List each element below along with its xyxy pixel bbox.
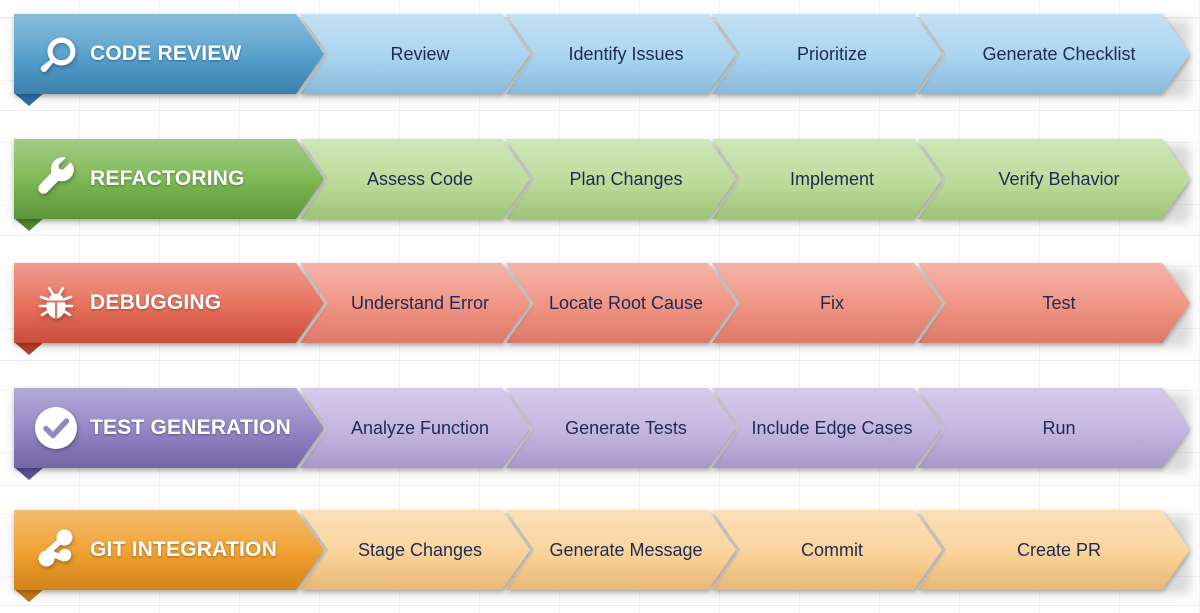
workflow-header-refactoring[interactable]: REFACTORING: [14, 139, 324, 219]
grid-line: [0, 235, 1200, 236]
fold-tab: [14, 467, 44, 480]
step-body: Plan Changes: [506, 139, 736, 219]
workflow-step-debugging-1[interactable]: Understand Error: [300, 263, 530, 343]
workflow-header-test-generation[interactable]: TEST GENERATION: [14, 388, 324, 468]
grid-line: [0, 360, 1200, 361]
step-body: Review: [300, 14, 530, 94]
step-label: Verify Behavior: [998, 168, 1120, 189]
workflow-step-refactoring-4[interactable]: Verify Behavior: [918, 139, 1190, 219]
workflow-step-code-review-1[interactable]: Review: [300, 14, 530, 94]
header-label: REFACTORING: [90, 167, 245, 190]
header-label: GIT INTEGRATION: [90, 538, 277, 561]
header-body: DEBUGGING: [14, 263, 324, 343]
workflow-step-test-generation-3[interactable]: Include Edge Cases: [712, 388, 942, 468]
workflow-step-debugging-2[interactable]: Locate Root Cause: [506, 263, 736, 343]
step-label: Generate Message: [549, 539, 703, 560]
header-body: GIT INTEGRATION: [14, 510, 324, 590]
workflow-step-code-review-2[interactable]: Identify Issues: [506, 14, 736, 94]
fold-tab: [14, 342, 44, 355]
step-body: Generate Message: [506, 510, 736, 590]
step-body: Verify Behavior: [918, 139, 1190, 219]
workflow-step-code-review-4[interactable]: Generate Checklist: [918, 14, 1190, 94]
fold-tab: [14, 589, 44, 602]
workflow-step-test-generation-1[interactable]: Analyze Function: [300, 388, 530, 468]
workflow-step-refactoring-2[interactable]: Plan Changes: [506, 139, 736, 219]
workflow-header-debugging[interactable]: DEBUGGING: [14, 263, 324, 343]
step-body: Create PR: [918, 510, 1190, 590]
workflow-step-refactoring-3[interactable]: Implement: [712, 139, 942, 219]
bug-icon: [30, 277, 82, 329]
step-label: Understand Error: [350, 292, 490, 313]
step-body: Locate Root Cause: [506, 263, 736, 343]
step-label: Analyze Function: [350, 417, 490, 438]
step-body: Identify Issues: [506, 14, 736, 94]
step-label: Include Edge Cases: [751, 417, 913, 438]
step-label: Assess Code: [366, 168, 474, 189]
workflow-header-code-review[interactable]: CODE REVIEW: [14, 14, 324, 94]
step-body: Test: [918, 263, 1190, 343]
step-label: Review: [390, 43, 450, 64]
workflow-header-git-integration[interactable]: GIT INTEGRATION: [14, 510, 324, 590]
grid-line: [0, 110, 1200, 111]
step-label: Generate Tests: [565, 417, 687, 438]
workflow-step-git-integration-3[interactable]: Commit: [712, 510, 942, 590]
step-body: Implement: [712, 139, 942, 219]
header-label: CODE REVIEW: [90, 42, 242, 65]
step-body: Run: [918, 388, 1190, 468]
workflow-step-test-generation-4[interactable]: Run: [918, 388, 1190, 468]
workflow-step-refactoring-1[interactable]: Assess Code: [300, 139, 530, 219]
grid-line: [0, 485, 1200, 486]
workflow-row-debugging: Test Fix Locate Root Cause Understand Error…: [0, 263, 1200, 355]
header-label: TEST GENERATION: [90, 416, 291, 439]
step-body: Understand Error: [300, 263, 530, 343]
step-label: Prioritize: [796, 43, 867, 64]
step-body: Generate Tests: [506, 388, 736, 468]
step-label: Create PR: [1016, 539, 1102, 560]
step-body: Analyze Function: [300, 388, 530, 468]
step-body: Commit: [712, 510, 942, 590]
grid-line: [0, 605, 1200, 606]
workflow-row-refactoring: Verify Behavior Implement Plan Changes Asse…: [0, 139, 1200, 231]
step-label: Commit: [801, 539, 863, 560]
workflow-step-test-generation-2[interactable]: Generate Tests: [506, 388, 736, 468]
step-label: Implement: [789, 168, 875, 189]
step-label: Generate Checklist: [982, 43, 1136, 64]
step-body: Assess Code: [300, 139, 530, 219]
header-body: TEST GENERATION: [14, 388, 324, 468]
fold-tab: [14, 93, 44, 106]
step-body: Generate Checklist: [918, 14, 1190, 94]
workflow-step-git-integration-1[interactable]: Stage Changes: [300, 510, 530, 590]
header-label: DEBUGGING: [90, 291, 222, 314]
workflow-step-git-integration-4[interactable]: Create PR: [918, 510, 1190, 590]
workflow-row-code-review: Generate Checklist Prioritize Identify Iss…: [0, 14, 1200, 106]
step-body: Stage Changes: [300, 510, 530, 590]
workflow-step-code-review-3[interactable]: Prioritize: [712, 14, 942, 94]
header-body: CODE REVIEW: [14, 14, 324, 94]
workflow-step-debugging-3[interactable]: Fix: [712, 263, 942, 343]
magnifier-icon: [30, 28, 82, 80]
step-label: Locate Root Cause: [548, 292, 704, 313]
workflow-row-git-integration: Create PR Commit Generate Message Stage Cha…: [0, 510, 1200, 602]
step-body: Prioritize: [712, 14, 942, 94]
step-body: Include Edge Cases: [712, 388, 942, 468]
workflow-row-test-generation: Run Include Edge Cases Generate Tests Analy…: [0, 388, 1200, 480]
fold-tab: [14, 218, 44, 231]
workflow-step-debugging-4[interactable]: Test: [918, 263, 1190, 343]
git-branch-icon: [30, 524, 82, 576]
wrench-icon: [30, 153, 82, 205]
step-label: Test: [1042, 292, 1076, 313]
check-circle-icon: [30, 402, 82, 454]
step-label: Run: [1042, 417, 1076, 438]
step-body: Fix: [712, 263, 942, 343]
step-label: Fix: [820, 292, 844, 313]
workflow-step-git-integration-2[interactable]: Generate Message: [506, 510, 736, 590]
step-label: Stage Changes: [357, 539, 483, 560]
header-body: REFACTORING: [14, 139, 324, 219]
step-label: Plan Changes: [569, 168, 683, 189]
step-label: Identify Issues: [568, 43, 684, 64]
